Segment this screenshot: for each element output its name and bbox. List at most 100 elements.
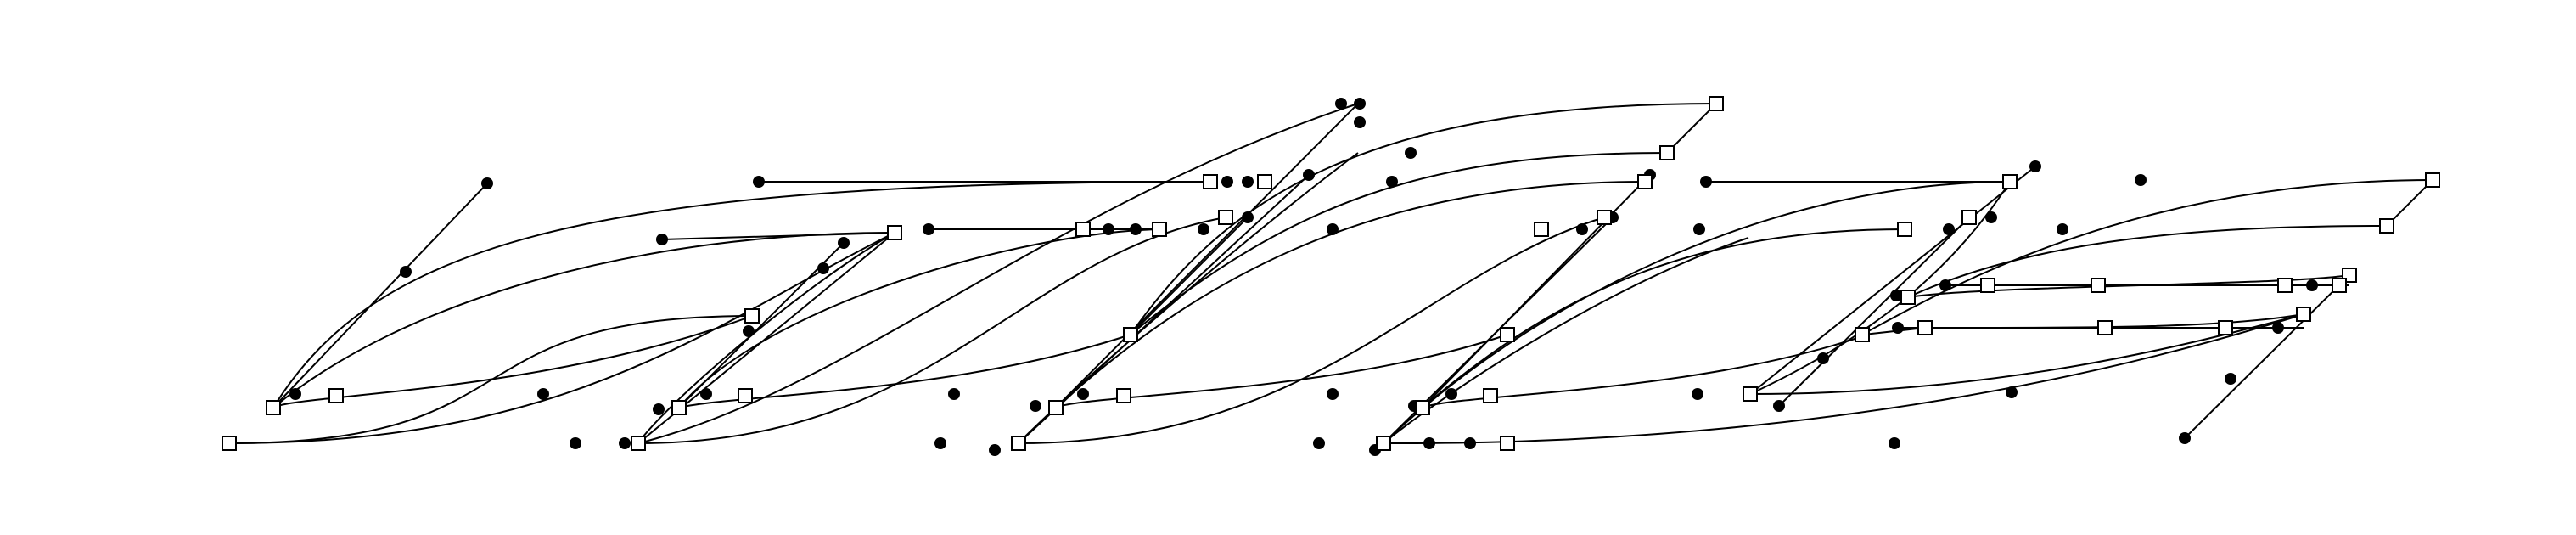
- anchor-point: [1483, 388, 1498, 403]
- control-handle: [1985, 211, 1997, 223]
- control-handle: [1030, 400, 1041, 412]
- anchor-point: [1218, 210, 1233, 225]
- control-handle: [1700, 176, 1712, 188]
- control-handle: [1445, 388, 1457, 400]
- control-handle: [653, 403, 665, 415]
- control-handle: [1405, 147, 1417, 159]
- bezier-curve: [678, 228, 1160, 408]
- control-handle: [1103, 223, 1114, 235]
- anchor-point: [2379, 218, 2394, 234]
- control-handle: [1693, 223, 1705, 235]
- anchor-point: [631, 436, 646, 451]
- bezier-curve: [1383, 181, 2011, 444]
- anchor-point: [738, 388, 753, 403]
- anchor-point: [1980, 278, 1995, 293]
- control-handle: [1464, 437, 1476, 449]
- anchor-point: [1709, 96, 1724, 111]
- anchor-point: [1500, 327, 1515, 342]
- control-handle: [537, 388, 549, 400]
- bezier-curve: [1130, 152, 1668, 335]
- control-handle: [1423, 437, 1435, 449]
- control-handle: [2179, 432, 2191, 444]
- bezier-curve: [228, 232, 895, 444]
- handle-line: [1055, 103, 1359, 408]
- control-handle: [1242, 176, 1254, 188]
- control-handle: [289, 388, 301, 400]
- anchor-point: [2218, 320, 2233, 335]
- bezier-curve: [1018, 152, 1359, 444]
- anchor-point: [1637, 174, 1653, 189]
- anchor-point: [328, 388, 344, 403]
- anchor-point: [671, 400, 687, 415]
- control-handle: [400, 266, 412, 278]
- anchor-point: [1855, 327, 1870, 342]
- bezier-curve: [1130, 103, 1717, 335]
- control-handle: [1327, 388, 1339, 400]
- anchor-point: [744, 308, 760, 324]
- control-handle: [1313, 437, 1325, 449]
- bezier-curve: [637, 217, 1226, 444]
- anchor-point: [1415, 400, 1430, 415]
- bezier-curve: [637, 103, 1359, 444]
- control-handle: [2225, 373, 2236, 385]
- bezier-curve: [1861, 179, 2433, 335]
- control-handle: [1198, 223, 1209, 235]
- control-handle: [2057, 223, 2068, 235]
- handle-line: [1018, 174, 1310, 444]
- bezier-curve: [1749, 313, 2304, 395]
- handle-line: [1422, 174, 1651, 408]
- anchor-point: [2091, 278, 2106, 293]
- control-handle: [2006, 386, 2018, 398]
- control-handle: [1327, 223, 1339, 235]
- bezier-curve: [678, 334, 1131, 408]
- bezier-curve: [1055, 334, 1508, 408]
- control-handle: [1576, 223, 1588, 235]
- bezier-curve: [1055, 181, 1646, 408]
- control-handle: [1335, 98, 1347, 110]
- anchor-point: [2277, 278, 2293, 293]
- handle-line: [678, 242, 845, 408]
- bezier-curve: [1383, 313, 2304, 444]
- anchor-point: [1048, 400, 1064, 415]
- control-handle: [1939, 279, 1951, 291]
- bezier-curve: [1907, 225, 2388, 298]
- handle-line: [2184, 274, 2350, 439]
- anchor-point: [2296, 307, 2311, 322]
- control-handle: [1817, 352, 1829, 364]
- bezier-curve: [272, 232, 895, 408]
- control-handle: [948, 388, 960, 400]
- control-handle: [1943, 223, 1955, 235]
- control-handle: [1892, 322, 1904, 334]
- handle-line: [661, 232, 895, 240]
- anchor-point: [1152, 222, 1167, 237]
- anchor-point: [2097, 320, 2113, 335]
- control-handle: [656, 234, 668, 245]
- control-handle: [1242, 211, 1254, 223]
- control-handle: [481, 177, 493, 189]
- control-handle: [1221, 176, 1233, 188]
- anchor-point: [1116, 388, 1131, 403]
- anchor-point: [1075, 222, 1091, 237]
- anchor-point: [1659, 145, 1675, 160]
- control-handle: [753, 176, 765, 188]
- control-handle: [1889, 437, 1900, 449]
- control-handle: [570, 437, 581, 449]
- anchor-point: [1917, 320, 1933, 335]
- handle-line: [272, 183, 488, 408]
- control-handle: [743, 325, 755, 337]
- anchor-point: [1203, 174, 1218, 189]
- control-handle: [2029, 160, 2041, 172]
- control-handle: [1692, 388, 1703, 400]
- control-handle: [1077, 388, 1089, 400]
- anchor-point: [1961, 210, 1977, 225]
- handle-line: [1778, 217, 1970, 407]
- control-handle: [619, 437, 631, 449]
- bezier-curve: [1924, 313, 2304, 329]
- control-handle: [2272, 322, 2284, 334]
- control-handle: [1354, 98, 1366, 110]
- anchor-point: [1597, 210, 1612, 225]
- bezier-curve: [637, 232, 895, 444]
- anchor-point: [1534, 222, 1549, 237]
